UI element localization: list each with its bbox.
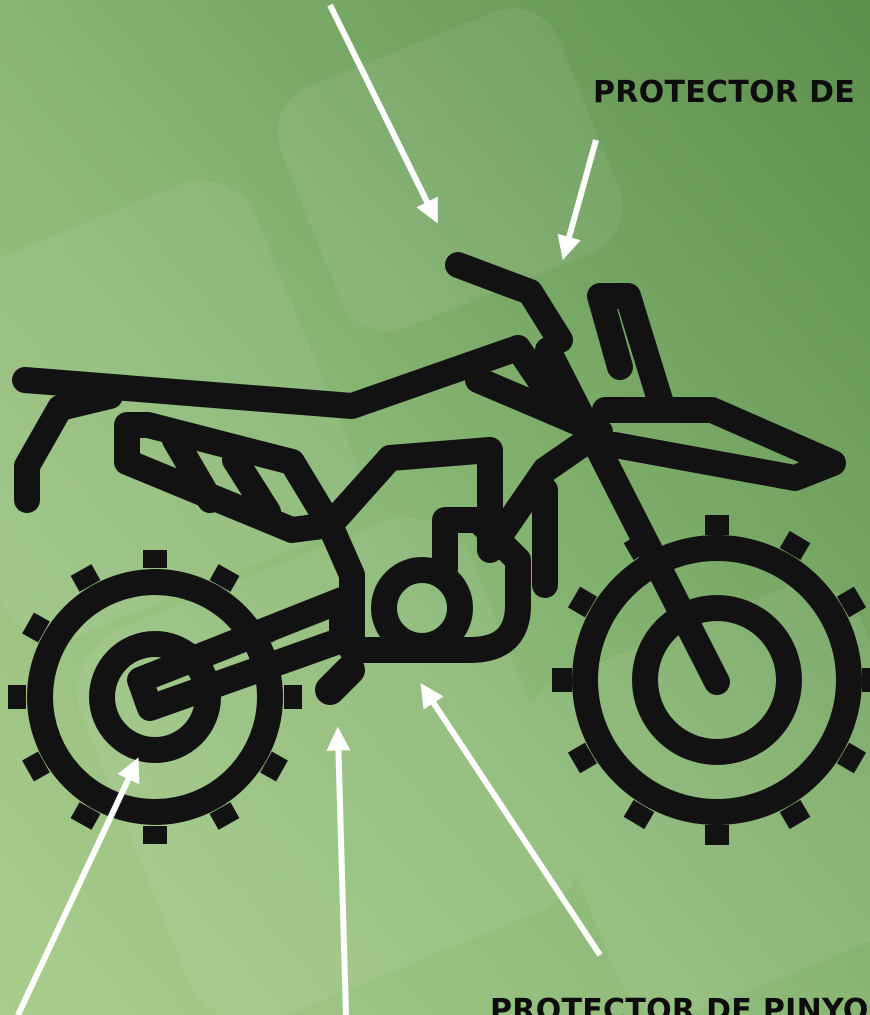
skid-plate [330, 670, 350, 690]
label-top: PROTECTOR DE [593, 75, 855, 110]
label-bottom: PROTECTOR DE PINYO [490, 993, 869, 1015]
